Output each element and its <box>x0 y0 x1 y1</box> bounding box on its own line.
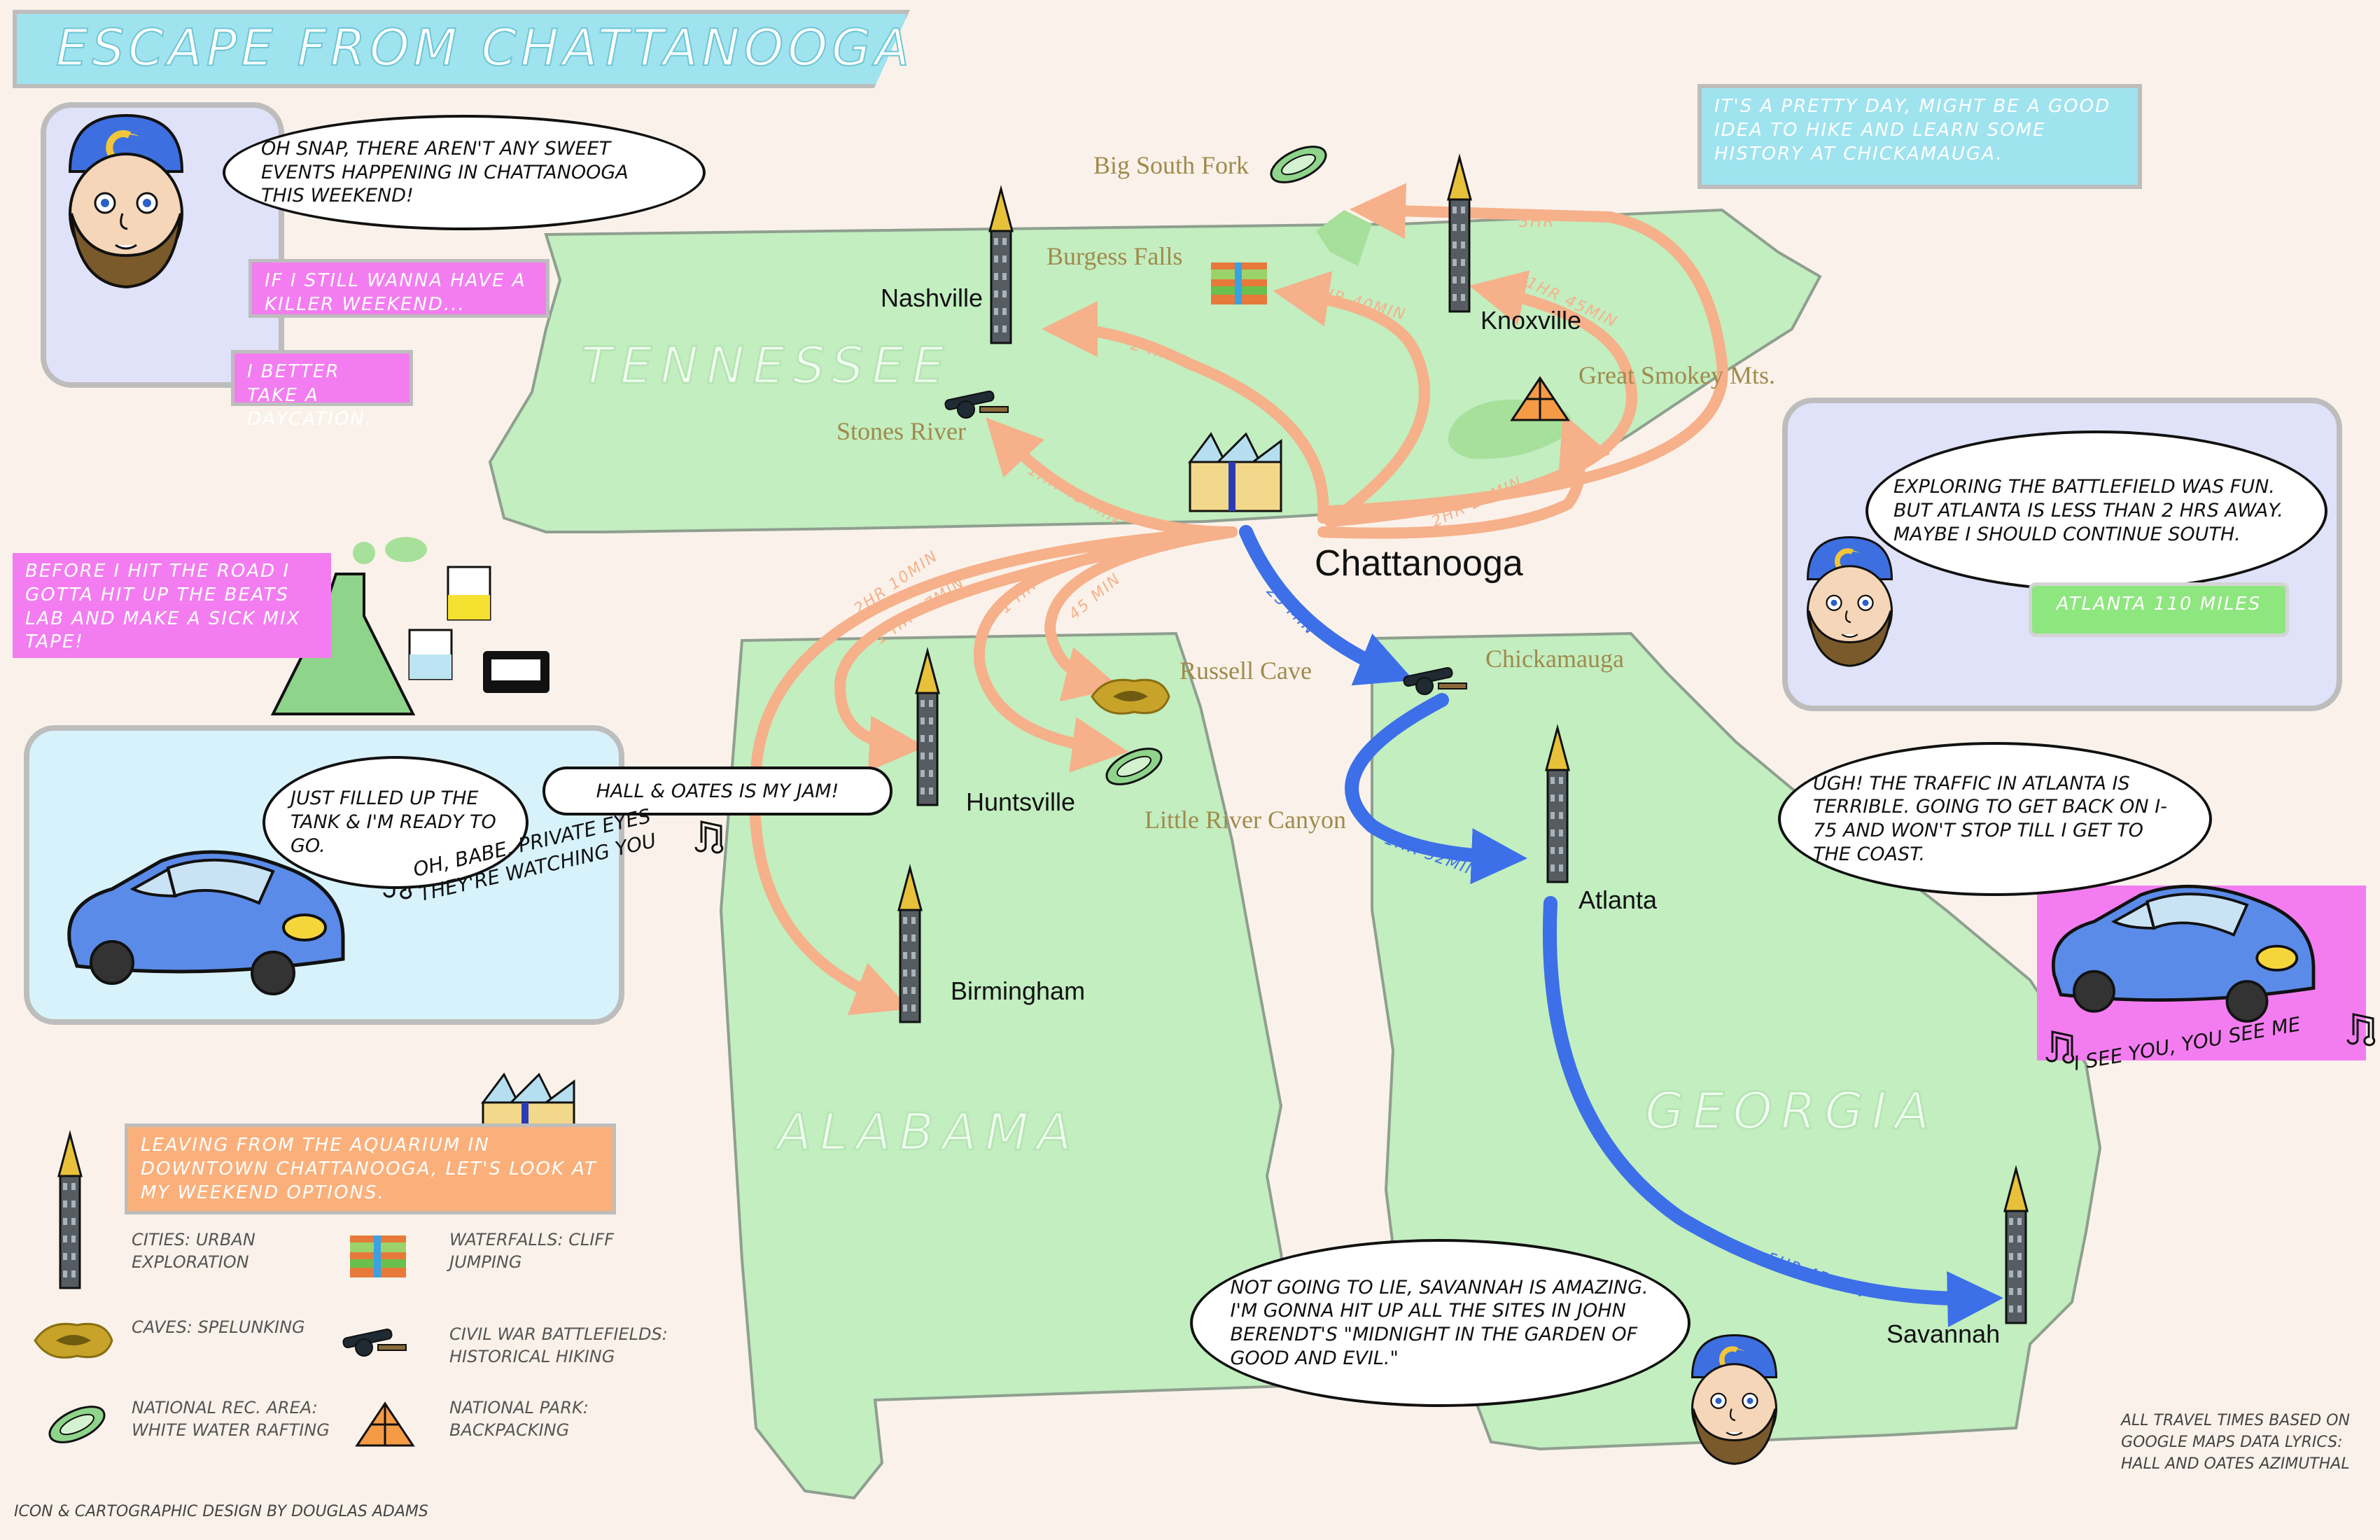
legend-cannon-icon <box>342 1327 407 1357</box>
poi-label-big-south-fork: Big South Fork <box>1093 151 1250 179</box>
poi-label-chickamauga: Chickamauga <box>1485 645 1624 673</box>
big-south-fork-raft-icon <box>1264 138 1333 191</box>
legend-rec-area: NATIONAL REC. AREA: WHITE WATER RAFTING <box>132 1398 330 1441</box>
beats-caption: BEFORE I HIT THE ROAD I GOTTA HIT UP THE… <box>13 553 331 658</box>
route-atlanta <box>1345 693 1527 885</box>
leaving-caption: LEAVING FROM THE AQUARIUM IN DOWNTOWN CH… <box>125 1124 616 1214</box>
alabama-shape <box>719 631 1289 1500</box>
beaker-fill <box>410 654 451 679</box>
intro-caption-1: IF I STILL WANNA HAVE A KILLER WEEKEND..… <box>248 259 550 318</box>
state-label-tennessee: TENNESSEE <box>580 335 953 396</box>
atlanta-miles-tag: ATLANTA 110 MILES <box>2029 582 2289 637</box>
car-speech-bubble-1: JUST FILLED UP THE TANK & I'M READY TO G… <box>262 756 528 889</box>
bubble-icon <box>353 542 375 564</box>
orange-routes <box>749 183 1728 1016</box>
car-speech-bubble-2: HALL & OATES IS MY JAM! <box>542 766 892 816</box>
credit-right: ALL TRAVEL TIMES BASED ON GOOGLE MAPS DA… <box>2121 1412 2350 1473</box>
intro-speech-bubble: OH SNAP, THERE AREN'T ANY SWEET EVENTS H… <box>223 115 706 230</box>
city-label-atlanta: Atlanta <box>1578 886 1658 914</box>
leaving-caption-text: LEAVING FROM THE AQUARIUM IN DOWNTOWN CH… <box>141 1135 597 1203</box>
battlefield-character-head <box>1808 538 1892 666</box>
state-label-alabama: ALABAMA <box>776 1102 1080 1163</box>
beats-caption-text: BEFORE I HIT THE ROAD I GOTTA HIT UP THE… <box>25 561 301 653</box>
legend-park: NATIONAL PARK: BACKPACKING <box>449 1398 589 1441</box>
savannah-speech-bubble: NOT GOING TO LIE, SAVANNAH IS AMAZING. I… <box>1190 1239 1690 1407</box>
title-box <box>13 10 910 88</box>
route-smokey <box>1317 413 1611 539</box>
russell-cave-icon <box>1091 678 1170 715</box>
route-russell <box>1044 526 1238 702</box>
intro-caption-1-text: IF I STILL WANNA HAVE A KILLER WEEKEND..… <box>265 270 526 315</box>
route-burgess <box>1273 271 1430 527</box>
state-label-georgia: GEORGIA <box>1644 1081 1938 1142</box>
credit-left: ICON & CARTOGRAPHIC DESIGN BY DOUGLAS AD… <box>14 1503 428 1520</box>
city-label-chattanooga: Chattanooga <box>1315 543 1523 584</box>
poi-label-burgess-falls: Burgess Falls <box>1046 242 1183 270</box>
top-info-box: IT'S A PRETTY DAY, MIGHT BE A GOOD IDEA … <box>1698 84 2142 189</box>
city-label-knoxville: Knoxville <box>1480 306 1582 335</box>
legend-tower-icon <box>57 1133 83 1289</box>
time-label-big-south-fork: 3HR <box>1519 214 1555 231</box>
nashville-tower-icon <box>988 188 1014 344</box>
intro-caption-2: I BETTER TAKE A DAYCATION. <box>231 350 413 430</box>
route-nashville <box>1042 301 1329 524</box>
traffic-speech-text: UGH! THE TRAFFIC IN ATLANTA IS TERRIBLE.… <box>1813 772 2167 865</box>
legend-waterfall-icon <box>350 1236 406 1278</box>
cassette-label <box>491 659 540 680</box>
intro-speech-text: OH SNAP, THERE AREN'T ANY SWEET EVENTS H… <box>261 137 629 207</box>
poi-label-russell-cave: Russell Cave <box>1180 657 1312 685</box>
city-label-huntsville: Huntsville <box>966 788 1076 816</box>
route-chickamauga <box>1239 525 1414 686</box>
car-speech-1-text: JUST FILLED UP THE TANK & I'M READY TO G… <box>290 788 496 857</box>
bubble-icon <box>385 537 427 562</box>
intro-character-head <box>70 115 182 287</box>
battlefield-speech-text: EXPLORING THE BATTLEFIELD WAS FUN. BUT A… <box>1893 476 2283 545</box>
legend-cities: CITIES: URBAN EXPLORATION <box>132 1230 255 1273</box>
battlefield-speech-bubble: EXPLORING THE BATTLEFIELD WAS FUN. BUT A… <box>1865 430 2328 592</box>
intro-caption-2-text: I BETTER TAKE A DAYCATION. <box>247 361 373 430</box>
burgess-falls-icon <box>1211 262 1267 304</box>
poi-label-stones-river: Stones River <box>836 417 966 445</box>
city-label-nashville: Nashville <box>881 284 983 312</box>
top-info-text: IT'S A PRETTY DAY, MIGHT BE A GOOD IDEA … <box>1714 96 2111 164</box>
legend-raft-icon <box>43 1398 111 1451</box>
page-title: ESCAPE FROM CHATTANOOGA <box>55 18 913 78</box>
city-label-savannah: Savannah <box>1886 1320 2001 1348</box>
legend-caves: CAVES: SPELUNKING <box>132 1317 305 1337</box>
savannah-character-head <box>1693 1336 1777 1464</box>
legend-waterfalls: WATERFALLS: CLIFF JUMPING <box>449 1230 615 1273</box>
savannah-speech-text: NOT GOING TO LIE, SAVANNAH IS AMAZING. I… <box>1230 1276 1648 1369</box>
atlanta-miles-text: ATLANTA 110 MILES <box>2056 594 2262 615</box>
legend-battlefields: CIVIL WAR BATTLEFIELDS: HISTORICAL HIKIN… <box>449 1324 668 1367</box>
poi-label-great-smokey: Great Smokey Mts. <box>1578 361 1775 389</box>
car-speech-2-text: HALL & OATES IS MY JAM! <box>596 780 839 802</box>
route-little-river <box>974 526 1238 773</box>
route-knoxville <box>1324 270 1637 527</box>
city-label-birmingham: Birmingham <box>951 976 1086 1005</box>
beaker-fill <box>448 595 490 620</box>
traffic-speech-bubble: UGH! THE TRAFFIC IN ATLANTA IS TERRIBLE.… <box>1778 742 2212 896</box>
legend-cave-icon <box>34 1322 113 1359</box>
route-birmingham <box>749 526 1238 1016</box>
knoxville-tower-icon <box>1447 156 1472 313</box>
poi-label-little-river: Little River Canyon <box>1144 806 1346 834</box>
music-note-icon <box>694 820 724 854</box>
legend-tent-icon <box>356 1402 414 1447</box>
route-savannah <box>1542 896 2003 1328</box>
blue-routes <box>1239 525 2003 1328</box>
